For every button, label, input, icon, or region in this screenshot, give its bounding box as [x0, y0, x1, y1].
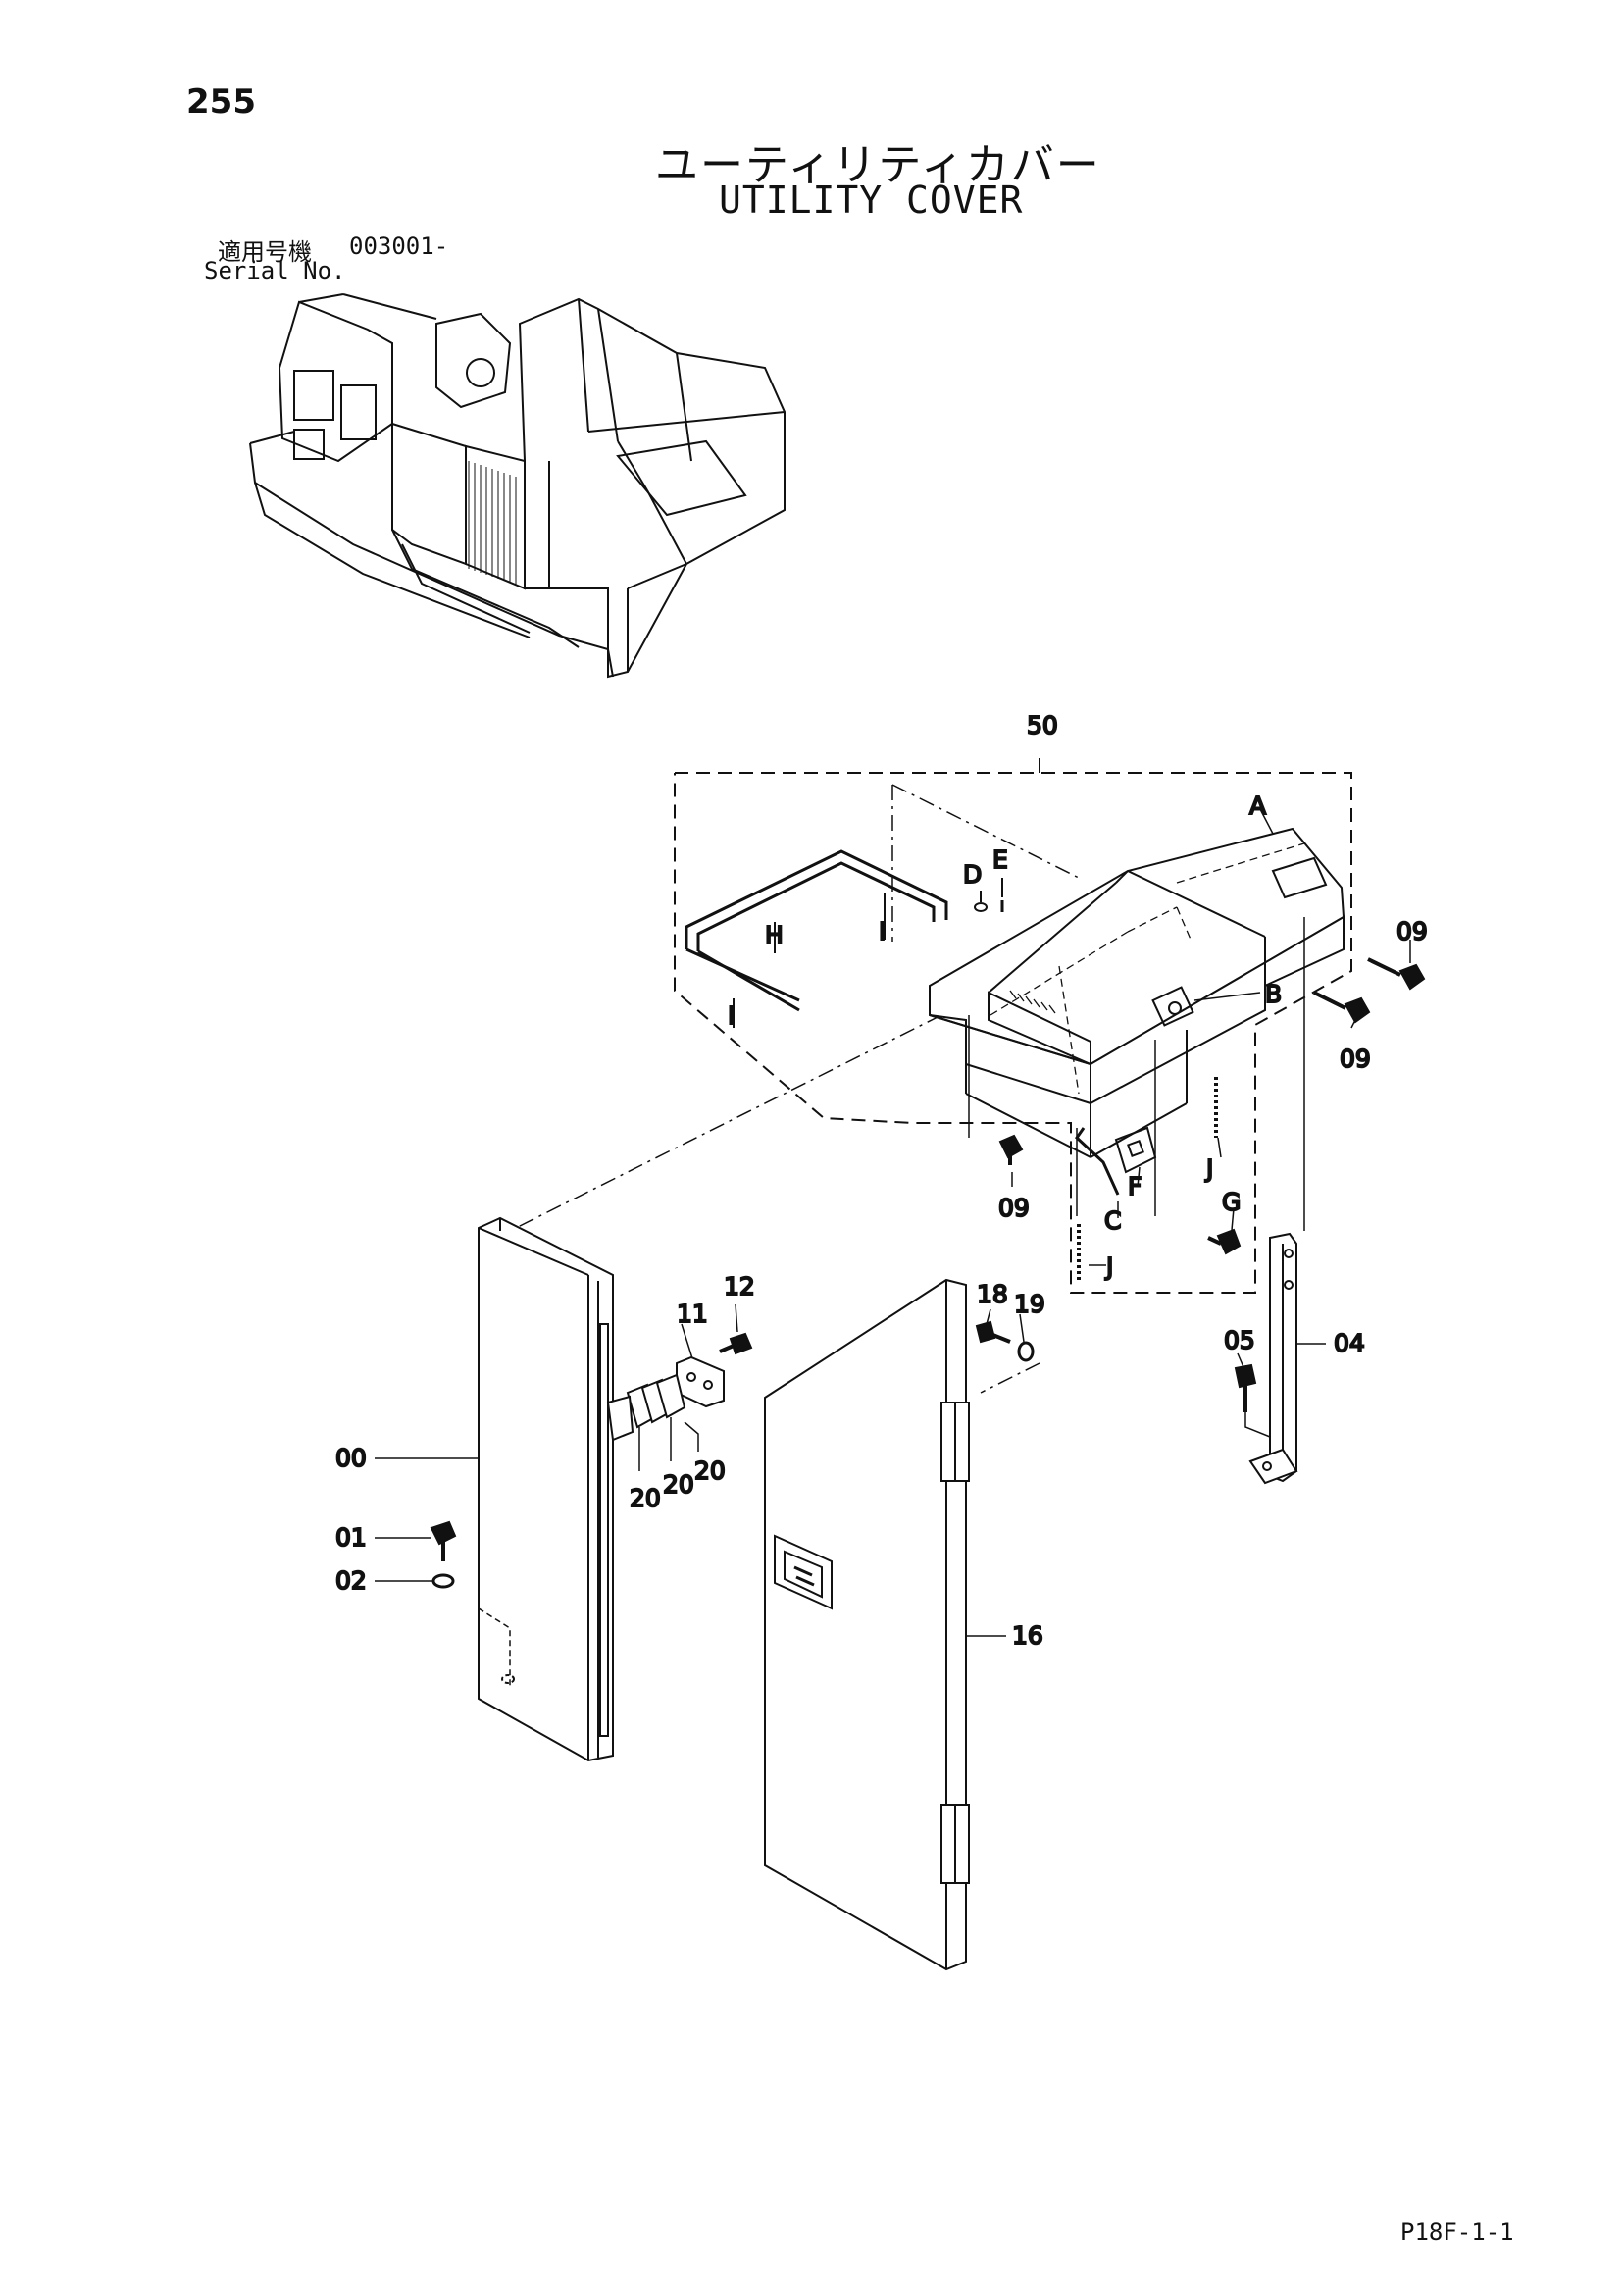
page-number: 255 [186, 82, 256, 122]
callout-j-upper: J [1204, 1154, 1213, 1183]
serial-value: 003001- [349, 232, 449, 260]
callout-19: 19 [1014, 1290, 1045, 1318]
callout-d: D [963, 860, 982, 889]
callout-a: A [1249, 791, 1266, 820]
machine-overview-illustration [249, 293, 786, 679]
bracket-04 [1248, 1232, 1298, 1485]
callout-09-right: 09 [1396, 917, 1428, 945]
washer-02 [431, 1573, 455, 1589]
guide-lines [509, 784, 1080, 1394]
latch-f [1114, 1126, 1157, 1174]
plate-11 [676, 1355, 725, 1408]
callout-20-left: 20 [630, 1484, 661, 1512]
small-parts-d-e [974, 900, 1004, 912]
callout-20-middle: 20 [663, 1470, 694, 1499]
bolt-18 [975, 1320, 1011, 1344]
bolt-12 [719, 1332, 753, 1355]
callout-c: C [1104, 1206, 1121, 1235]
callout-05: 05 [1224, 1326, 1255, 1354]
panel-00 [478, 1216, 614, 1762]
washer-19 [1017, 1341, 1035, 1362]
pin-c [1075, 1127, 1120, 1196]
callout-09-left: 09 [998, 1194, 1030, 1222]
callout-01: 01 [335, 1523, 367, 1552]
seal-h-part [685, 849, 948, 1012]
callout-h: H [765, 921, 784, 949]
callout-04: 04 [1334, 1329, 1365, 1357]
callout-18: 18 [977, 1280, 1008, 1308]
box-leader-lines [968, 917, 1305, 1231]
callout-f: F [1128, 1172, 1142, 1200]
page-code: P18F-1-1 [1400, 2219, 1514, 2246]
callout-j-lower: J [1104, 1252, 1113, 1281]
callout-b: B [1265, 980, 1282, 1008]
spacers-20 [606, 1373, 686, 1442]
callout-i-lower: I [728, 1001, 735, 1030]
springs-j [1077, 1077, 1218, 1280]
callout-16: 16 [1012, 1621, 1043, 1650]
callout-i-upper: I [879, 917, 886, 945]
leader-lines [733, 878, 1003, 1028]
title-english: UTILITY COVER [719, 179, 1024, 222]
serial-label-japanese: 適用号機 [218, 238, 312, 266]
callout-leaders [375, 808, 1411, 1637]
callout-00: 00 [335, 1444, 367, 1472]
utility-box [929, 827, 1345, 1158]
bolt-05 [1234, 1363, 1271, 1438]
bolt-g [1207, 1228, 1242, 1255]
callout-e: E [992, 845, 1008, 874]
door-16 [764, 1278, 970, 1971]
callout-09-middle: 09 [1340, 1045, 1371, 1073]
serial-label-english: Serial No. [204, 257, 346, 284]
callout-g: G [1222, 1188, 1241, 1216]
bolts-09 [998, 957, 1426, 1165]
assembly-50-outline [674, 758, 1352, 1294]
title-japanese: ユーティリティカバー [655, 140, 1101, 190]
callout-02: 02 [335, 1566, 367, 1595]
callout-50: 50 [1027, 711, 1058, 740]
callout-11: 11 [677, 1300, 708, 1328]
callout-12: 12 [724, 1272, 755, 1301]
bolt-01 [430, 1520, 457, 1561]
callout-20-right: 20 [694, 1456, 726, 1485]
